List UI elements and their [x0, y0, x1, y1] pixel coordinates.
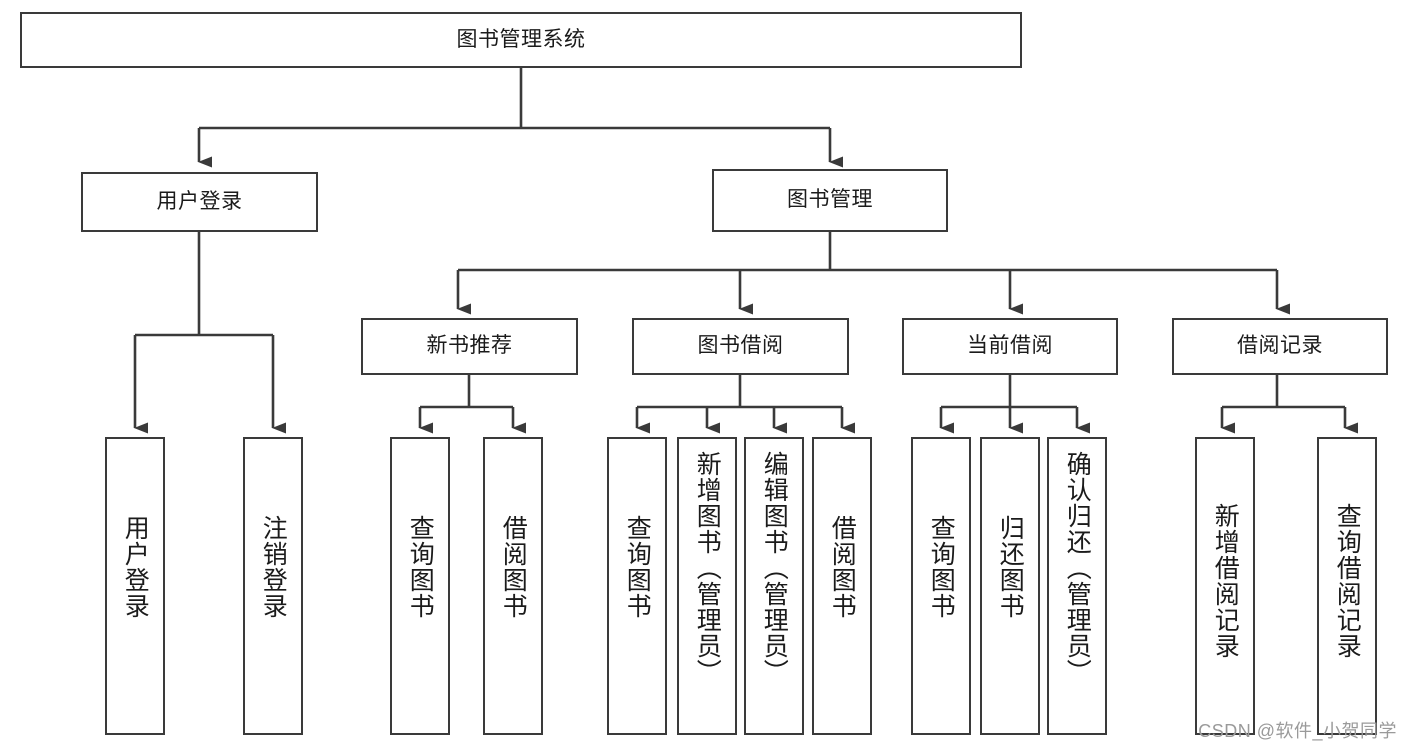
leaf-label: 归还图书 [996, 515, 1025, 619]
leaf-borrow-add-book-admin[interactable]: 新增图书（管理员） [677, 437, 737, 735]
leaf-label: 确认归还（管理员） [1063, 451, 1092, 685]
leaf-label: 编辑图书（管理员） [760, 451, 789, 685]
leaf-label: 新增图书（管理员） [693, 451, 722, 685]
leaf-record-add-record[interactable]: 新增借阅记录 [1195, 437, 1255, 735]
node-current-borrow[interactable]: 当前借阅 [902, 318, 1118, 375]
leaf-label: 注销登录 [259, 515, 288, 619]
leaf-label: 新增借阅记录 [1211, 503, 1240, 659]
leaf-borrow-edit-book-admin[interactable]: 编辑图书（管理员） [744, 437, 804, 735]
leaf-new-book-borrow[interactable]: 借阅图书 [483, 437, 543, 735]
node-user-login-label: 用户登录 [156, 189, 243, 213]
leaf-label: 用户登录 [121, 515, 150, 619]
node-root-label: 图书管理系统 [456, 27, 586, 51]
node-new-book-recommend-label: 新书推荐 [426, 334, 513, 358]
leaf-label: 查询图书 [406, 515, 435, 619]
leaf-label: 借阅图书 [828, 515, 857, 619]
node-book-borrow[interactable]: 图书借阅 [632, 318, 849, 375]
leaf-current-confirm-return-admin[interactable]: 确认归还（管理员） [1047, 437, 1107, 735]
leaf-user-login-logout[interactable]: 注销登录 [243, 437, 303, 735]
node-borrow-record[interactable]: 借阅记录 [1172, 318, 1388, 375]
leaf-borrow-borrow-book[interactable]: 借阅图书 [812, 437, 872, 735]
node-book-management-label: 图书管理 [787, 188, 873, 212]
leaf-label: 借阅图书 [499, 515, 528, 619]
node-current-borrow-label: 当前借阅 [967, 334, 1053, 358]
leaf-label: 查询图书 [927, 515, 956, 619]
node-root[interactable]: 图书管理系统 [20, 12, 1022, 68]
node-new-book-recommend[interactable]: 新书推荐 [361, 318, 578, 375]
watermark-text: CSDN @软件_小贺同学 [1198, 721, 1397, 741]
leaf-new-book-query[interactable]: 查询图书 [390, 437, 450, 735]
leaf-borrow-query-book[interactable]: 查询图书 [607, 437, 667, 735]
leaf-label: 查询图书 [623, 515, 652, 619]
node-book-borrow-label: 图书借阅 [697, 334, 784, 358]
leaf-record-query-record[interactable]: 查询借阅记录 [1317, 437, 1377, 735]
node-user-login[interactable]: 用户登录 [81, 172, 318, 232]
leaf-user-login-login[interactable]: 用户登录 [105, 437, 165, 735]
node-book-management[interactable]: 图书管理 [712, 169, 948, 232]
leaf-current-query-book[interactable]: 查询图书 [911, 437, 971, 735]
leaf-current-return-book[interactable]: 归还图书 [980, 437, 1040, 735]
leaf-label: 查询借阅记录 [1333, 503, 1362, 659]
node-borrow-record-label: 借阅记录 [1237, 334, 1323, 358]
